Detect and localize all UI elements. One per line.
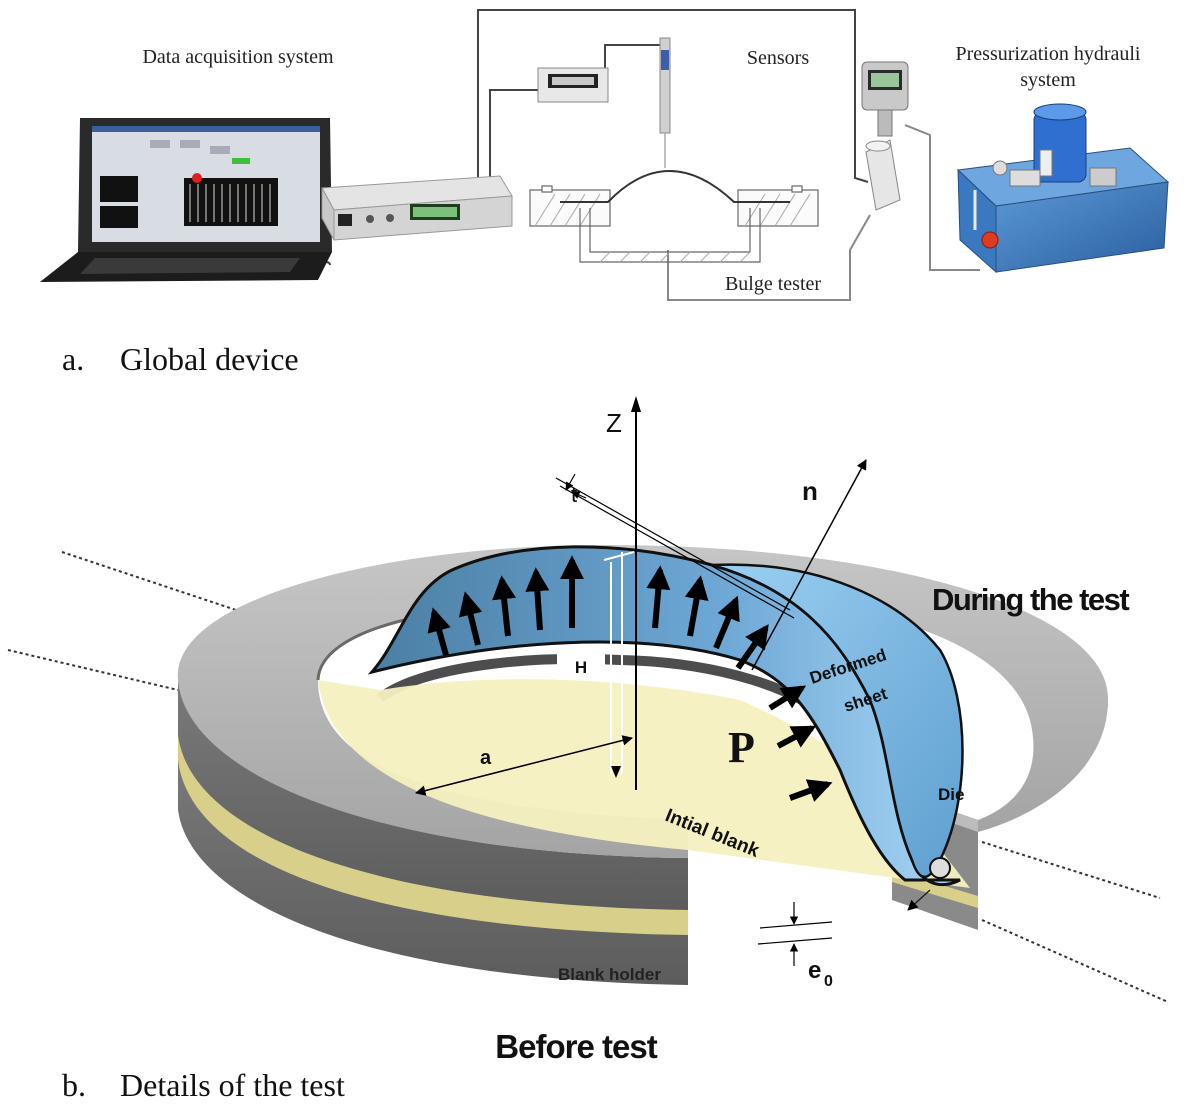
blank-holder-label: Blank holder (558, 965, 661, 984)
before-test-label: Before test (495, 1028, 657, 1065)
height-label-box (557, 652, 605, 680)
normal-vector (751, 459, 867, 671)
initial-thickness-dimension (757, 902, 833, 966)
pressure-label: P (728, 723, 755, 772)
height-label: H (575, 658, 587, 677)
pressurization-label-line1: Pressurization hydrauli (956, 43, 1141, 65)
initial-thickness-label: e (808, 957, 821, 984)
wiring (267, 9, 980, 301)
caption-b-text: Details of the test (120, 1067, 345, 1103)
normal-label: n (802, 476, 818, 506)
initial-blank-sheet (318, 679, 970, 888)
panel-a-global-device: Data acquisition system Sensors Pressuri… (40, 9, 1170, 377)
pressure-arrows (427, 555, 833, 802)
caption-a-text: Global device (120, 341, 299, 377)
initial-thickness-subscript: 0 (824, 973, 833, 990)
data-acquisition-label: Data acquisition system (142, 46, 334, 68)
caption-a-letter: a. (62, 341, 84, 377)
bulge-tester-label: Bulge tester (725, 273, 821, 295)
hydraulic-unit (956, 103, 1170, 274)
data-logger-box (321, 175, 513, 241)
radius-label: a (480, 747, 492, 769)
die-corner-arrow (907, 889, 931, 911)
displacement-sensor-probe (659, 37, 671, 168)
dashed-guide-lines (7, 551, 1169, 1003)
radius-dimension (414, 735, 634, 796)
laptop-computer (40, 118, 332, 282)
digital-display-gauge (537, 67, 609, 103)
thickness-label: t (571, 482, 577, 507)
z-axis (631, 396, 641, 790)
caption-b-letter: b. (62, 1067, 86, 1103)
pressurization-label-line2: system (1020, 69, 1076, 91)
sensors-label: Sensors (747, 47, 809, 69)
pressure-accumulator (865, 139, 901, 211)
bulge-tester-cross-section (529, 170, 819, 263)
during-test-label: During the test (932, 582, 1129, 617)
die-label: Die (938, 785, 964, 804)
thickness-dimension (555, 473, 795, 619)
z-axis-label: Z (606, 408, 622, 438)
panel-b-test-details: Z t n During the test H Deformed sheet P… (7, 396, 1169, 1103)
pressure-gauge (861, 61, 909, 137)
deformed-sheet (367, 545, 964, 887)
